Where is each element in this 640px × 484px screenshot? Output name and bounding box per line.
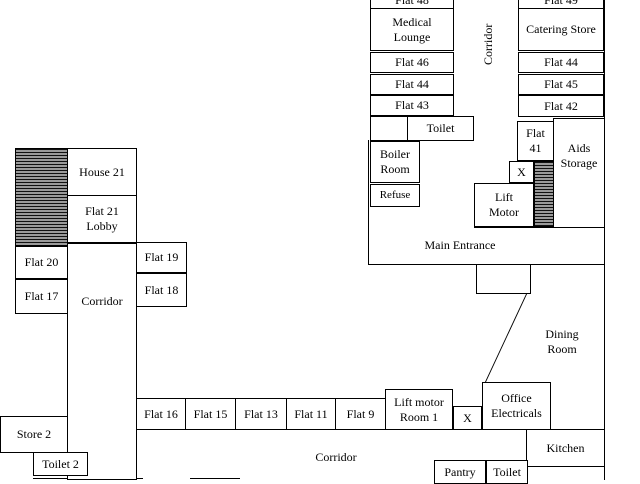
stairs-left: [15, 148, 68, 246]
room-flat43[interactable]: Flat 43: [370, 95, 454, 116]
room-toilet2[interactable]: Toilet 2: [33, 452, 88, 476]
room-catering-store[interactable]: Catering Store: [518, 8, 604, 51]
room-label: Flat 42: [544, 98, 578, 113]
room-label: Aids Storage: [560, 141, 598, 170]
room-label: Medical Lounge: [392, 14, 432, 44]
room-boiler[interactable]: Boiler Room: [370, 141, 420, 183]
room-label: House 21: [79, 164, 125, 179]
label-dining-room: Dining Room: [545, 327, 579, 356]
room-flat13[interactable]: Flat 13: [235, 398, 287, 430]
room-x-top: X: [509, 161, 534, 183]
room-label: Lift motor Room 1: [394, 394, 444, 424]
room-medical-lounge[interactable]: Medical Lounge: [370, 8, 454, 51]
room-label: Refuse: [379, 189, 411, 201]
room-label: Toilet 2: [42, 456, 79, 471]
room-flat44-right[interactable]: Flat 44: [518, 52, 604, 73]
room-label: Flat 18: [144, 282, 179, 297]
room-flat18[interactable]: Flat 18: [136, 273, 187, 307]
room-label: Office Electricals: [491, 391, 542, 420]
room-flat17[interactable]: Flat 17: [15, 279, 68, 314]
room-label: Flat 46: [395, 55, 429, 69]
room-label: Flat 43: [395, 98, 429, 112]
stairs-top-right: [534, 161, 554, 227]
room-label: Flat 44: [395, 77, 429, 91]
wall-west-upper: [368, 140, 369, 264]
wall-lift-bottom: [474, 227, 605, 228]
room-refuse[interactable]: Refuse: [370, 184, 420, 207]
room-toilet-top[interactable]: Toilet: [407, 116, 474, 141]
room-label: Flat 20: [24, 255, 59, 269]
room-label: Pantry: [444, 465, 476, 479]
room-corridor-left[interactable]: Corridor: [67, 242, 137, 480]
room-label: Flat 41: [526, 126, 545, 155]
room-label: Flat 19: [144, 250, 179, 264]
room-label: Flat 9: [346, 406, 375, 421]
room-label: Catering Store: [526, 22, 596, 36]
room-label: Kitchen: [546, 440, 585, 455]
room-toilet-bottom[interactable]: Toilet: [486, 460, 528, 484]
room-label: Boiler Room: [380, 147, 410, 176]
room-lift-motor[interactable]: Lift Motor: [474, 183, 534, 227]
corridor-bottom-line-2: [190, 478, 240, 479]
room-label: Flat 11: [294, 406, 328, 421]
room-label: Flat 13: [244, 406, 278, 421]
room-aids-storage[interactable]: Aids Storage: [553, 118, 605, 228]
room-label: X: [517, 164, 526, 179]
label-corridor-bottom: Corridor: [315, 450, 357, 464]
room-lift-motor-room1[interactable]: Lift motor Room 1: [385, 389, 453, 430]
room-label: Flat 45: [544, 77, 578, 91]
room-pantry[interactable]: Pantry: [434, 460, 486, 484]
wall-kitchen-bottom: [528, 466, 605, 467]
room-house21[interactable]: House 21: [67, 148, 137, 196]
room-flat44-left[interactable]: Flat 44: [370, 74, 454, 95]
room-blank-left-of-toilet: [370, 116, 408, 141]
label-main-entrance: Main Entrance: [424, 238, 496, 252]
room-entrance-box: [476, 264, 531, 294]
dining-diagonal: [485, 294, 528, 382]
room-flat41[interactable]: Flat 41: [517, 121, 554, 161]
room-label: Flat 44: [544, 55, 578, 69]
label-corridor-top: Corridor: [481, 23, 495, 65]
room-store2[interactable]: Store 2: [0, 416, 68, 453]
room-label: Flat 21 Lobby: [85, 204, 119, 233]
room-label: Flat 17: [24, 289, 59, 303]
room-flat21-lobby[interactable]: Flat 21 Lobby: [67, 195, 137, 243]
room-kitchen[interactable]: Kitchen: [526, 429, 605, 467]
room-label: Toilet: [426, 121, 455, 135]
wall-east: [604, 0, 605, 480]
room-label: Flat 48: [395, 0, 429, 7]
room-label: Store 2: [16, 427, 52, 441]
room-flat11[interactable]: Flat 11: [286, 398, 336, 430]
room-flat9[interactable]: Flat 9: [335, 398, 386, 430]
room-label: Corridor: [81, 294, 123, 308]
room-x-bottom: X: [453, 406, 482, 430]
room-flat42[interactable]: Flat 42: [518, 95, 604, 117]
room-flat15[interactable]: Flat 15: [185, 398, 236, 430]
room-flat46[interactable]: Flat 46: [370, 52, 454, 73]
room-label: Flat 16: [144, 406, 178, 421]
room-office-electricals[interactable]: Office Electricals: [482, 382, 551, 430]
room-flat16[interactable]: Flat 16: [136, 398, 186, 430]
room-label: Flat 15: [193, 406, 228, 421]
room-flat20[interactable]: Flat 20: [15, 246, 68, 279]
room-label: X: [463, 410, 472, 425]
room-label: Lift Motor: [489, 190, 519, 219]
room-label: Toilet: [493, 465, 521, 479]
room-label: Flat 49: [544, 0, 578, 7]
room-flat45[interactable]: Flat 45: [518, 74, 604, 95]
room-flat19[interactable]: Flat 19: [136, 242, 187, 273]
